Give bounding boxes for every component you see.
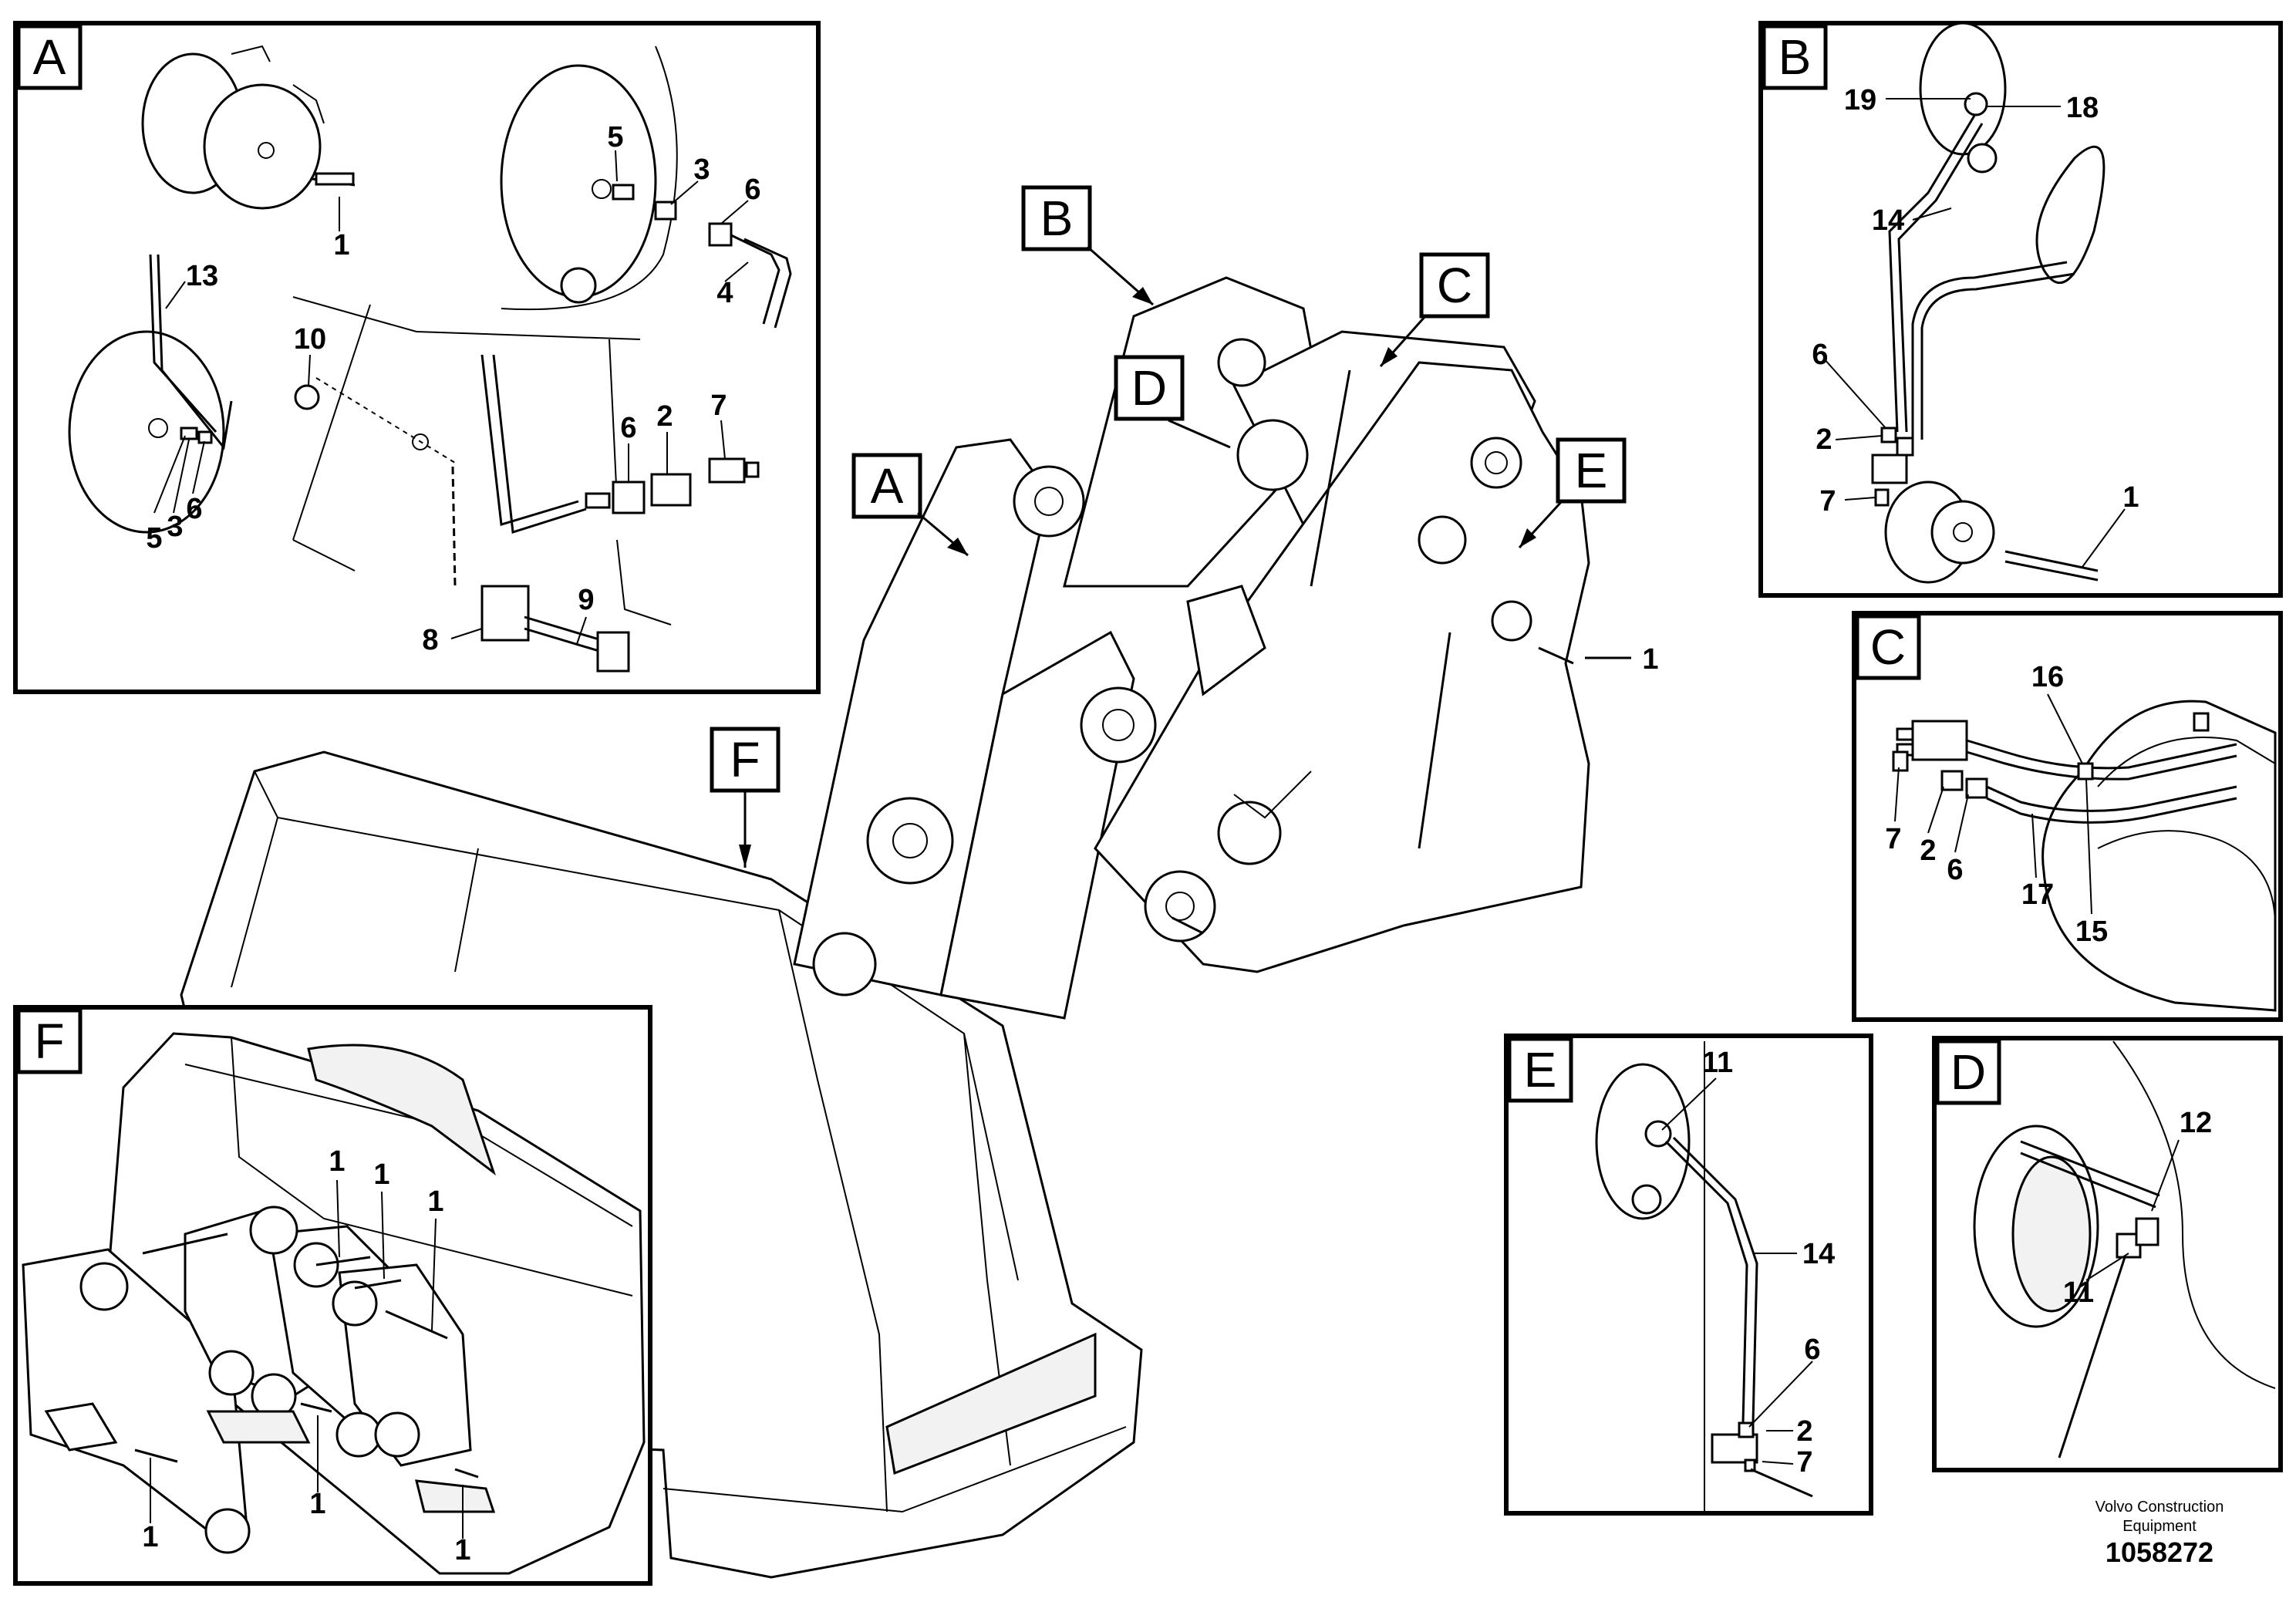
panel-f-callout-1f: 1 bbox=[454, 1534, 470, 1566]
detail-panel-a: A bbox=[13, 21, 821, 694]
panel-a-tag-label: A bbox=[33, 29, 66, 85]
panel-a-callout-3b: 3 bbox=[167, 511, 183, 543]
detail-panel-f: F 1 bbox=[13, 1005, 652, 1586]
panel-b-callout-1: 1 bbox=[2122, 481, 2139, 514]
detail-panel-d: D 12 11 bbox=[1932, 1036, 2283, 1472]
pointer-tag-a-label: A bbox=[871, 458, 904, 514]
panel-e-callout-11: 11 bbox=[1702, 1047, 1733, 1079]
panel-d-tag bbox=[1935, 1039, 2001, 1105]
panel-a-callout-8: 8 bbox=[422, 624, 438, 656]
panel-d-callout-12: 12 bbox=[2180, 1107, 2212, 1139]
panel-e-callout-14: 14 bbox=[1802, 1238, 1835, 1270]
panel-a-callout-3: 3 bbox=[693, 153, 710, 186]
panel-c-callout-17: 17 bbox=[2021, 878, 2054, 911]
panel-f-callout-1e: 1 bbox=[309, 1488, 325, 1520]
panel-b-callout-6: 6 bbox=[1812, 339, 1828, 371]
panel-a-tag bbox=[16, 24, 83, 90]
panel-c-callout-6: 6 bbox=[1947, 854, 1963, 886]
panel-b-callout-19: 19 bbox=[1844, 84, 1876, 116]
panel-a-callout-6c: 6 bbox=[620, 412, 636, 444]
pointer-tag-e bbox=[1556, 437, 1627, 504]
panel-c-tag-label: C bbox=[1870, 619, 1906, 675]
panel-f-tag bbox=[16, 1008, 83, 1074]
detail-panel-e: E 11 14 6 2 7 bbox=[1504, 1034, 1873, 1516]
panel-c-callout-15: 15 bbox=[2075, 916, 2108, 948]
pointer-tag-b bbox=[1021, 185, 1092, 251]
panel-e-tag bbox=[1507, 1037, 1573, 1103]
detail-panel-b: B 19 18 14 6 2 7 1 bbox=[1758, 21, 2283, 598]
main-pointers: B C D A E F 1 bbox=[710, 185, 1659, 868]
pointer-tag-f bbox=[710, 727, 781, 793]
panel-b-tag bbox=[1762, 24, 1828, 90]
pointer-tag-c bbox=[1419, 252, 1490, 319]
panel-b-callout-2: 2 bbox=[1816, 423, 1832, 456]
panel-f-callout-1a: 1 bbox=[329, 1145, 345, 1178]
pointer-tag-b-label: B bbox=[1040, 191, 1074, 246]
panel-a-callout-13: 13 bbox=[186, 260, 218, 292]
panel-a-callout-9: 9 bbox=[578, 584, 594, 616]
panel-c-callout-2: 2 bbox=[1920, 835, 1936, 867]
panel-a-callout-6b: 6 bbox=[186, 493, 202, 525]
company-name-line1: Volvo Construction bbox=[2095, 1499, 2224, 1516]
panel-e-tag-label: E bbox=[1524, 1042, 1557, 1098]
panel-c-callout-16: 16 bbox=[2031, 661, 2064, 693]
panel-f-tag-label: F bbox=[34, 1013, 64, 1069]
panel-f-callout-1d: 1 bbox=[142, 1521, 158, 1553]
panel-a-callout-2: 2 bbox=[656, 400, 673, 433]
panel-b-callout-14: 14 bbox=[1872, 204, 1904, 237]
panel-d-tag-label: D bbox=[1950, 1044, 1986, 1100]
pointer-tag-a bbox=[851, 453, 922, 519]
panel-b-callout-18: 18 bbox=[2066, 92, 2099, 124]
panel-e-callout-6: 6 bbox=[1804, 1334, 1820, 1366]
drawing-number: 1058272 bbox=[2106, 1536, 2213, 1568]
panel-a-callout-4: 4 bbox=[716, 277, 733, 309]
pointer-tag-c-label: C bbox=[1437, 258, 1472, 313]
panel-e-callout-2: 2 bbox=[1796, 1415, 1812, 1448]
panel-f-callout-1b: 1 bbox=[373, 1158, 389, 1191]
detail-panel-c: C 16 7 2 6 17 15 bbox=[1852, 611, 2283, 1022]
panel-a-callout-10: 10 bbox=[294, 323, 326, 356]
panel-e-callout-7: 7 bbox=[1796, 1446, 1812, 1479]
panel-a-callout-5: 5 bbox=[607, 121, 623, 153]
panel-a-callout-7: 7 bbox=[710, 389, 727, 422]
panel-d-callout-11: 11 bbox=[2063, 1276, 2094, 1309]
pointer-tag-d bbox=[1114, 355, 1185, 421]
pointer-tag-d-label: D bbox=[1131, 360, 1167, 416]
panel-a-callout-5b: 5 bbox=[146, 522, 162, 555]
panel-a-callout-1: 1 bbox=[333, 229, 349, 261]
pointer-d-leader bbox=[1168, 419, 1231, 449]
panel-c-callout-7: 7 bbox=[1885, 823, 1901, 855]
panel-a-callout-6: 6 bbox=[744, 174, 760, 206]
panel-b-tag-label: B bbox=[1778, 29, 1812, 85]
drawing-footer: Volvo Construction Equipment 1058272 bbox=[2095, 1499, 2224, 1568]
panel-c-tag bbox=[1855, 614, 1921, 680]
main-callout-1: 1 bbox=[1642, 643, 1658, 676]
pointer-tag-e-label: E bbox=[1575, 443, 1608, 498]
panel-b-callout-7: 7 bbox=[1819, 485, 1836, 518]
panel-f-callout-1c: 1 bbox=[427, 1185, 443, 1218]
pointer-tag-f-label: F bbox=[730, 732, 760, 787]
company-name-line2: Equipment bbox=[2122, 1518, 2197, 1535]
